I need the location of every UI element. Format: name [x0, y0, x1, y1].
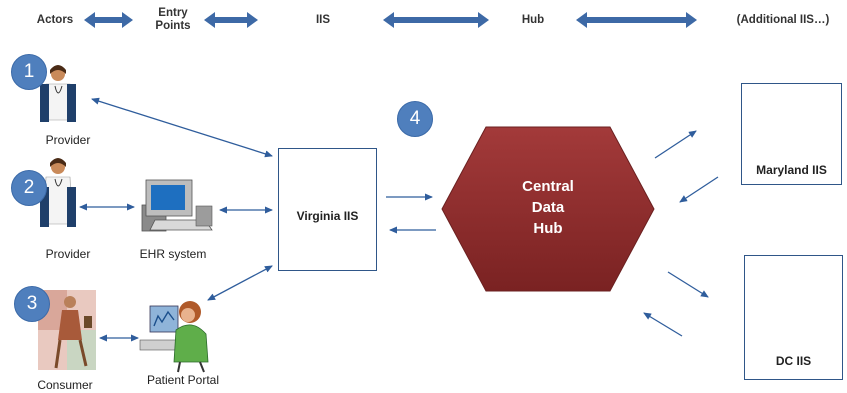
provider-1-label: Provider	[45, 133, 91, 147]
header-arrow	[383, 12, 489, 28]
consumer-label: Consumer	[37, 378, 93, 392]
hub-line-3: Hub	[533, 220, 563, 237]
header-actors: Actors	[36, 14, 74, 26]
header-arrow	[204, 12, 258, 28]
header-additional-iis: (Additional IIS…)	[736, 14, 830, 26]
provider1-to-virginia-arrow	[91, 97, 273, 158]
maryland-iis-label: Maryland IIS	[756, 163, 827, 177]
dc-iis-box: DC IIS	[744, 255, 843, 380]
header-entry-points: Entry Points	[155, 7, 191, 32]
dc-iis-label: DC IIS	[775, 354, 812, 368]
central-data-hub-label: Central Data Hub	[486, 176, 610, 239]
dc-to-hub-arrow	[643, 312, 683, 337]
ehr-computer-icon	[141, 179, 213, 232]
maryland-to-hub-arrow	[679, 176, 719, 203]
provider-doctor-icon	[40, 65, 76, 122]
provider-2-label: Provider	[45, 247, 91, 261]
header-arrow	[84, 12, 133, 28]
patient-portal-label: Patient Portal	[146, 373, 220, 387]
virginia-iis-label: Virginia IIS	[296, 209, 359, 223]
central-data-hub-shape	[441, 126, 655, 292]
hub-to-dc-arrow	[667, 271, 709, 298]
hub-line-1: Central	[522, 178, 574, 195]
ehr-system-label: EHR system	[139, 247, 207, 261]
virginia-iis-box: Virginia IIS	[278, 148, 377, 271]
header-iis: IIS	[315, 14, 331, 26]
step-badge-3: 3	[14, 286, 50, 322]
patient-portal-icon	[139, 301, 209, 373]
provider-doctor-icon	[40, 158, 76, 227]
step-badge-1: 1	[11, 54, 47, 90]
header-hub: Hub	[521, 14, 545, 26]
step-badge-2: 2	[11, 170, 47, 206]
maryland-iis-box: Maryland IIS	[741, 83, 842, 185]
step-badge-4: 4	[397, 101, 433, 137]
portal-to-virginia-arrow	[207, 265, 273, 301]
hub-to-maryland-arrow	[654, 130, 697, 159]
hub-line-2: Data	[531, 199, 565, 216]
header-arrow	[576, 12, 697, 28]
